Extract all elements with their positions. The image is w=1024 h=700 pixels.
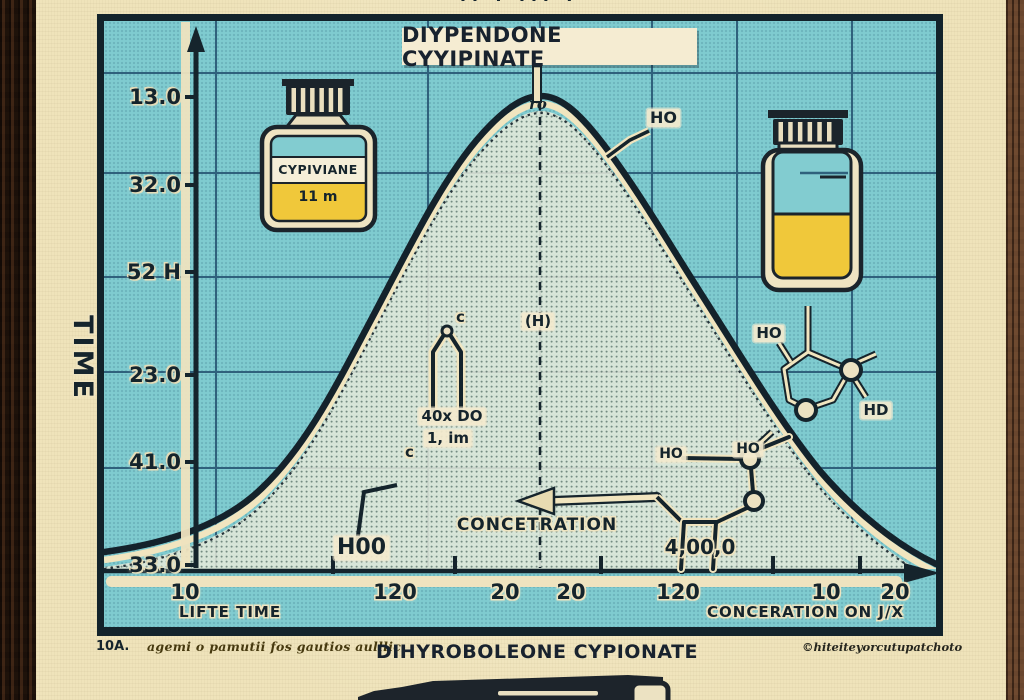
ho-annotation-small-left: HO — [656, 446, 686, 463]
ho-annotation-top: HO — [647, 109, 680, 127]
y-axis-title: TIME — [66, 315, 98, 401]
y-tick-label: 13.0 — [112, 85, 198, 109]
chart-title: DIYPENDONE CYYIPINATE — [402, 22, 562, 71]
chart-panel — [97, 14, 943, 636]
y-tick-label: 32.0 — [112, 173, 198, 197]
y-tick-label: 23.0 — [112, 363, 198, 387]
concentration-annotation: CONCETRATION — [456, 515, 618, 535]
top-clipped-text: II I III I — [460, 0, 578, 5]
ring-ho-annotation: HO — [753, 325, 785, 342]
h-annotation-center: (H) — [521, 313, 555, 330]
ring-hd-annotation: HD — [860, 402, 892, 419]
vial-label: CYPIVIANE — [278, 162, 358, 177]
c-annotation-top: c — [456, 308, 465, 326]
y-tick-label: 33.0 — [112, 553, 198, 577]
x-tick-label: 120 — [656, 580, 700, 604]
wood-frame-left — [0, 0, 36, 700]
chart-title-box: DIYPENDONE CYYIPINATE — [402, 23, 697, 71]
footer-note: agemi o pamutii fos gautios aulllic. — [147, 639, 406, 654]
footer-title: DIHYROBOLEONE CYPIONATE — [375, 641, 699, 663]
y-tick-label: 41.0 — [112, 450, 198, 474]
ho-annotation-small-right: HO — [733, 441, 763, 458]
x-tick-label: 20 — [556, 580, 586, 604]
footer-index: 10A. — [96, 639, 130, 654]
x-axis-label-right: CONCERATION ON J/X — [707, 603, 905, 621]
dose-annotation-line1: 40x DO — [418, 408, 486, 425]
x-tick-label: 20 — [880, 580, 910, 604]
x-tick-label: 10 — [811, 580, 841, 604]
x-tick-label: 20 — [490, 580, 520, 604]
h00-annotation: H00 — [334, 535, 390, 561]
value-annotation: 4,00,0 — [664, 535, 736, 559]
c-annotation-bottom: c — [405, 443, 414, 461]
dose-annotation-line2: 1, im — [423, 430, 473, 447]
x-axis-label-left: LIFTE TIME — [179, 603, 282, 621]
x-tick-label: 120 — [373, 580, 417, 604]
peak-script-annotation: ro — [529, 95, 547, 113]
x-tick-label: 10 — [170, 580, 200, 604]
footer-credit: ©hiteiteyorcutupatchoto — [802, 640, 963, 654]
y-tick-label: 52 H — [112, 260, 198, 284]
wood-frame-right — [1006, 0, 1024, 700]
vial-dose: 11 m — [298, 189, 338, 205]
